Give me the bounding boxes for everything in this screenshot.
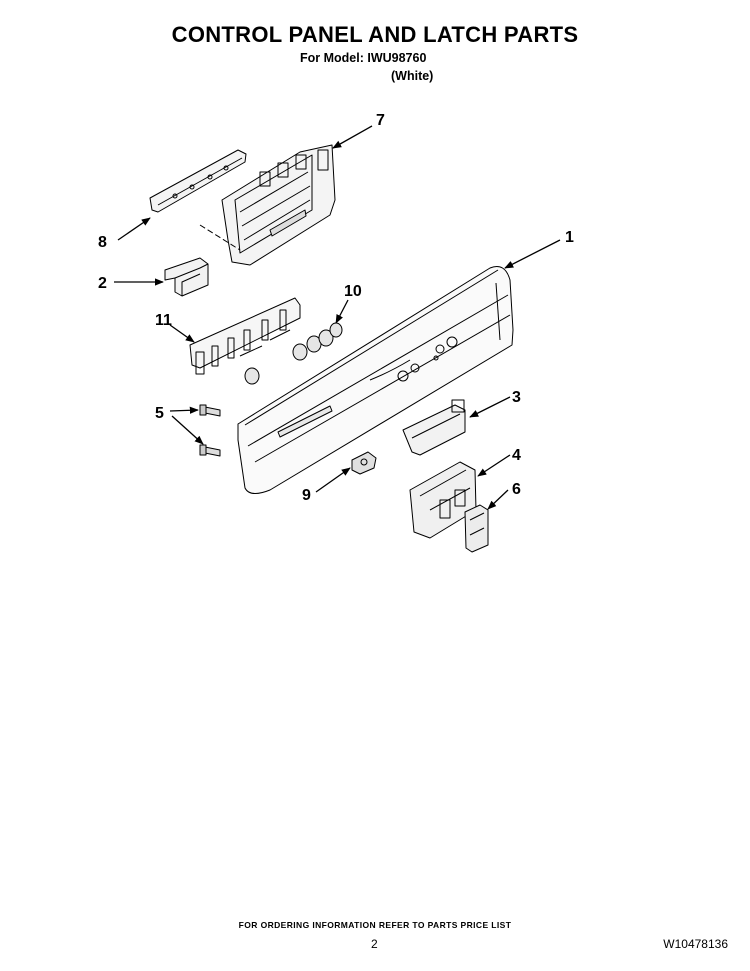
callout-6: 6	[512, 481, 521, 498]
assembly-leader-line	[199, 224, 241, 251]
leader-10	[335, 299, 349, 324]
color-line: (White)	[391, 69, 434, 83]
callout-8: 8	[98, 234, 107, 251]
leader-3	[469, 396, 511, 418]
page-title: CONTROL PANEL AND LATCH PARTS	[171, 22, 579, 47]
callout-2: 2	[98, 275, 107, 292]
screws-part	[199, 404, 221, 457]
leader-1	[504, 239, 561, 269]
leader-6	[487, 489, 509, 510]
button-housing-part	[189, 297, 301, 375]
ordering-note: FOR ORDERING INFORMATION REFER TO PARTS …	[238, 920, 512, 930]
callout-10: 10	[344, 283, 362, 300]
leader-5b	[171, 415, 204, 445]
leader-9	[315, 467, 351, 493]
callout-1: 1	[565, 229, 574, 246]
latch-bracket-part	[402, 399, 466, 456]
switch-part	[351, 451, 377, 475]
control-board-part	[221, 144, 336, 266]
document-number: W10478136	[663, 937, 728, 951]
callout-4: 4	[512, 447, 521, 464]
leader-4	[477, 454, 511, 477]
callout-3: 3	[512, 389, 521, 406]
callout-7: 7	[376, 112, 385, 129]
bracket-part	[164, 257, 209, 297]
callout-5: 5	[155, 405, 164, 422]
leader-5a	[169, 406, 199, 414]
leader-8	[117, 217, 151, 241]
callout-9: 9	[302, 487, 311, 504]
page-number: 2	[371, 937, 378, 951]
ui-strip-part	[149, 149, 247, 213]
leader-7	[332, 125, 373, 149]
leader-11	[169, 324, 195, 343]
model-line: For Model: IWU98760	[300, 51, 427, 65]
knobs-part	[239, 322, 343, 385]
control-panel-part	[237, 266, 514, 494]
door-latch-part	[409, 461, 477, 539]
latch-hook-part	[464, 504, 489, 553]
callout-11: 11	[155, 312, 172, 329]
